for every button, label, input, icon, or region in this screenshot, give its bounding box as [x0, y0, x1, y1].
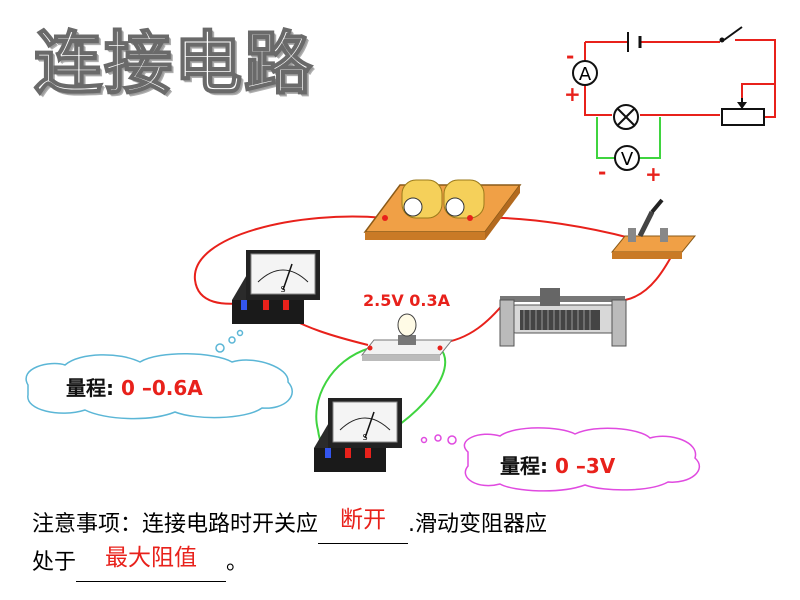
voltmeter-plus-sign: + [645, 162, 662, 186]
ammeter-symbol: A [572, 60, 598, 86]
cloud-voltmeter-range [420, 427, 701, 492]
sliding-rheostat [499, 288, 627, 347]
battery-holder [363, 179, 522, 240]
voltmeter-symbol: V [614, 145, 640, 171]
range-caption: 量程: [66, 376, 114, 400]
svg-text:S: S [280, 285, 285, 294]
note-text-1: 注意事项：连接电路时开关应 [32, 512, 319, 537]
note-text-2: .滑动变阻器应 [408, 512, 548, 537]
range-value: 0 –3V [554, 454, 616, 478]
ammeter-range-label: 量程: 0 –0.6A [66, 372, 203, 401]
cloud-ammeter-range [25, 329, 293, 420]
wire-red-battery-to-ammeter [193, 215, 386, 305]
ammeter-plus-sign: + [564, 82, 581, 106]
lamp-device [360, 313, 454, 361]
switch-symbol [719, 26, 743, 43]
voltmeter-device: S [314, 398, 402, 472]
voltmeter-minus-sign: - [598, 160, 607, 184]
svg-text:V: V [621, 149, 634, 170]
precautions-note: 注意事项：连接电路时开关应断开 .滑动变阻器应 处于 最大阻值 。 [32, 506, 752, 582]
note-text-4: 。 [226, 550, 249, 575]
page-title: 连接电路 [33, 24, 315, 105]
blank-switch-state: 断开 [318, 506, 409, 544]
answer-switch-state: 断开 [340, 507, 387, 533]
svg-text:S: S [362, 433, 367, 442]
rheostat-symbol [721, 98, 765, 126]
range-caption: 量程: [500, 454, 548, 478]
ammeter-device: S [232, 250, 320, 324]
answer-rheostat-position: 最大阻值 [105, 545, 198, 571]
blank-rheostat-position: 最大阻值 [76, 544, 227, 582]
lamp-symbol [613, 104, 639, 130]
schematic-diagram: A V [572, 26, 776, 171]
svg-text:A: A [579, 64, 592, 85]
range-value: 0 –0.6A [120, 376, 203, 400]
note-text-3: 处于 [32, 550, 77, 575]
knife-switch [610, 198, 697, 259]
ammeter-minus-sign: - [566, 44, 575, 68]
voltmeter-range-label: 量程: 0 –3V [500, 450, 615, 479]
bulb-rating-label: 2.5V 0.3A [363, 291, 451, 310]
